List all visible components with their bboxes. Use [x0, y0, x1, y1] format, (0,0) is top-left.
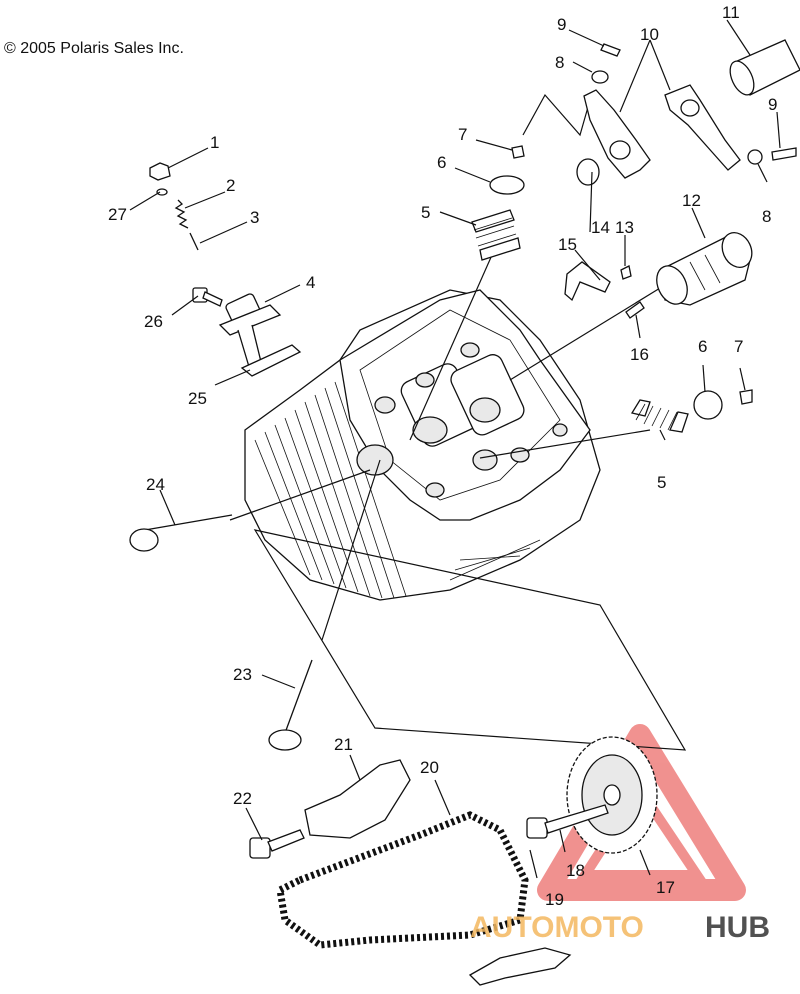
- callout-23: 23: [233, 665, 252, 684]
- part-pin: [189, 232, 199, 251]
- callout-14: 14: [591, 218, 610, 237]
- callout-27: 27: [108, 205, 127, 224]
- part-keeper-top: [511, 145, 525, 159]
- part-timing-chain: [276, 811, 529, 949]
- part-lower-chain-guide: [468, 947, 572, 986]
- callout-22: 22: [233, 789, 252, 808]
- callout-leaders: [129, 19, 781, 879]
- callout-19: 19: [545, 890, 564, 909]
- copyright-notice: © 2005 Polaris Sales Inc.: [4, 40, 184, 57]
- part-retainer-right: [693, 390, 723, 420]
- callout-9-right: 9: [768, 95, 777, 114]
- callout-18: 18: [566, 861, 585, 880]
- callout-17: 17: [656, 878, 675, 897]
- callout-11: 11: [722, 3, 740, 22]
- callout-24: 24: [146, 475, 165, 494]
- part-valve-intake: [129, 514, 233, 552]
- part-oring: [156, 188, 168, 196]
- callout-12: 12: [682, 191, 701, 210]
- callout-7-top: 7: [458, 125, 467, 144]
- part-bolt-22: [249, 829, 305, 859]
- callout-13: 13: [615, 218, 634, 237]
- callout-3: 3: [250, 208, 259, 227]
- watermark-text: AUTOMOTO HUB: [470, 911, 770, 944]
- callout-2: 2: [226, 176, 235, 195]
- part-nut-right: [747, 149, 763, 165]
- callout-21: 21: [334, 735, 353, 754]
- callout-10: 10: [640, 25, 659, 44]
- reference-lines: [229, 93, 687, 751]
- part-decompression-spring: [620, 265, 632, 280]
- watermark-text-a: AUTOMOTO: [470, 911, 644, 944]
- part-rocker-shaft: [729, 39, 800, 96]
- part-tensioner: [218, 293, 282, 371]
- part-chain-guide: [304, 759, 411, 839]
- callout-6-right: 6: [698, 337, 707, 356]
- callout-5-right: 5: [657, 473, 666, 492]
- part-keeper-right: [739, 389, 753, 405]
- part-retainer-top: [489, 175, 525, 195]
- part-valve-spring-right: [630, 399, 689, 433]
- part-sprocket-bolt: [526, 804, 609, 839]
- part-nut-top: [591, 70, 609, 84]
- callout-1: 1: [210, 133, 219, 152]
- callout-8-right: 8: [762, 207, 771, 226]
- callout-labels: 1 2 3 4 5 5 6 6 7 7 8 8 9 9 10 11 12 13 …: [108, 3, 777, 909]
- callout-15: 15: [558, 235, 577, 254]
- callout-25: 25: [188, 389, 207, 408]
- callout-9-top: 9: [557, 15, 566, 34]
- part-cam-sprocket: [566, 736, 658, 854]
- watermark-text-b: HUB: [705, 911, 770, 944]
- callout-8-top: 8: [555, 53, 564, 72]
- callout-5-top: 5: [421, 203, 430, 222]
- part-dowel-pin: [625, 301, 645, 319]
- part-decompression-lever: [564, 261, 611, 302]
- part-bolt-26: [192, 287, 223, 307]
- part-valve-exhaust: [268, 659, 313, 751]
- part-valve-spring-top: [471, 209, 521, 261]
- callout-7-right: 7: [734, 337, 743, 356]
- cylinder-head-outline: [244, 289, 601, 601]
- part-rocker-arms: [583, 84, 741, 179]
- callout-16: 16: [630, 345, 649, 364]
- part-camshaft: [656, 231, 753, 306]
- part-spring-small: [174, 199, 189, 229]
- callout-6-top: 6: [437, 153, 446, 172]
- part-cap: [149, 162, 171, 181]
- part-gasket: [240, 344, 302, 377]
- part-adjuster-top: [600, 43, 621, 57]
- callout-26: 26: [144, 312, 163, 331]
- callout-4: 4: [306, 273, 315, 292]
- callout-20: 20: [420, 758, 439, 777]
- part-thrust-washer: [576, 158, 600, 186]
- part-adjuster-right: [771, 147, 797, 161]
